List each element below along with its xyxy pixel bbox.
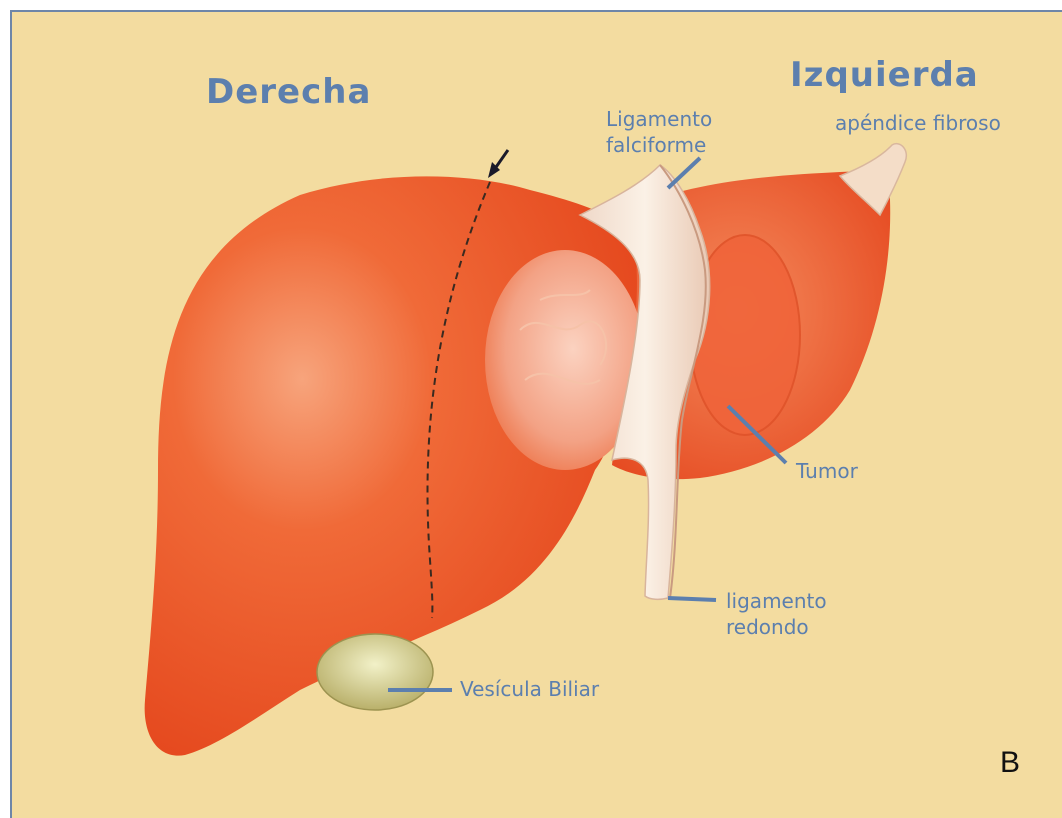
left-side-label: Izquierda [790, 55, 979, 95]
leader-falciform [668, 158, 700, 188]
leader-round-ligament [668, 598, 716, 600]
right-side-label: Derecha [206, 72, 371, 112]
gallbladder-label: Vesícula Biliar [460, 676, 599, 702]
gallbladder [317, 634, 433, 710]
panel-letter: B [1000, 746, 1020, 780]
round-ligament-label: ligamento redondo [726, 588, 827, 640]
falciform-ligament-label: Ligamento falciforme [606, 106, 712, 158]
fibrous-appendix-label: apéndice fibroso [835, 110, 1001, 136]
tumor-label: Tumor [796, 458, 858, 484]
